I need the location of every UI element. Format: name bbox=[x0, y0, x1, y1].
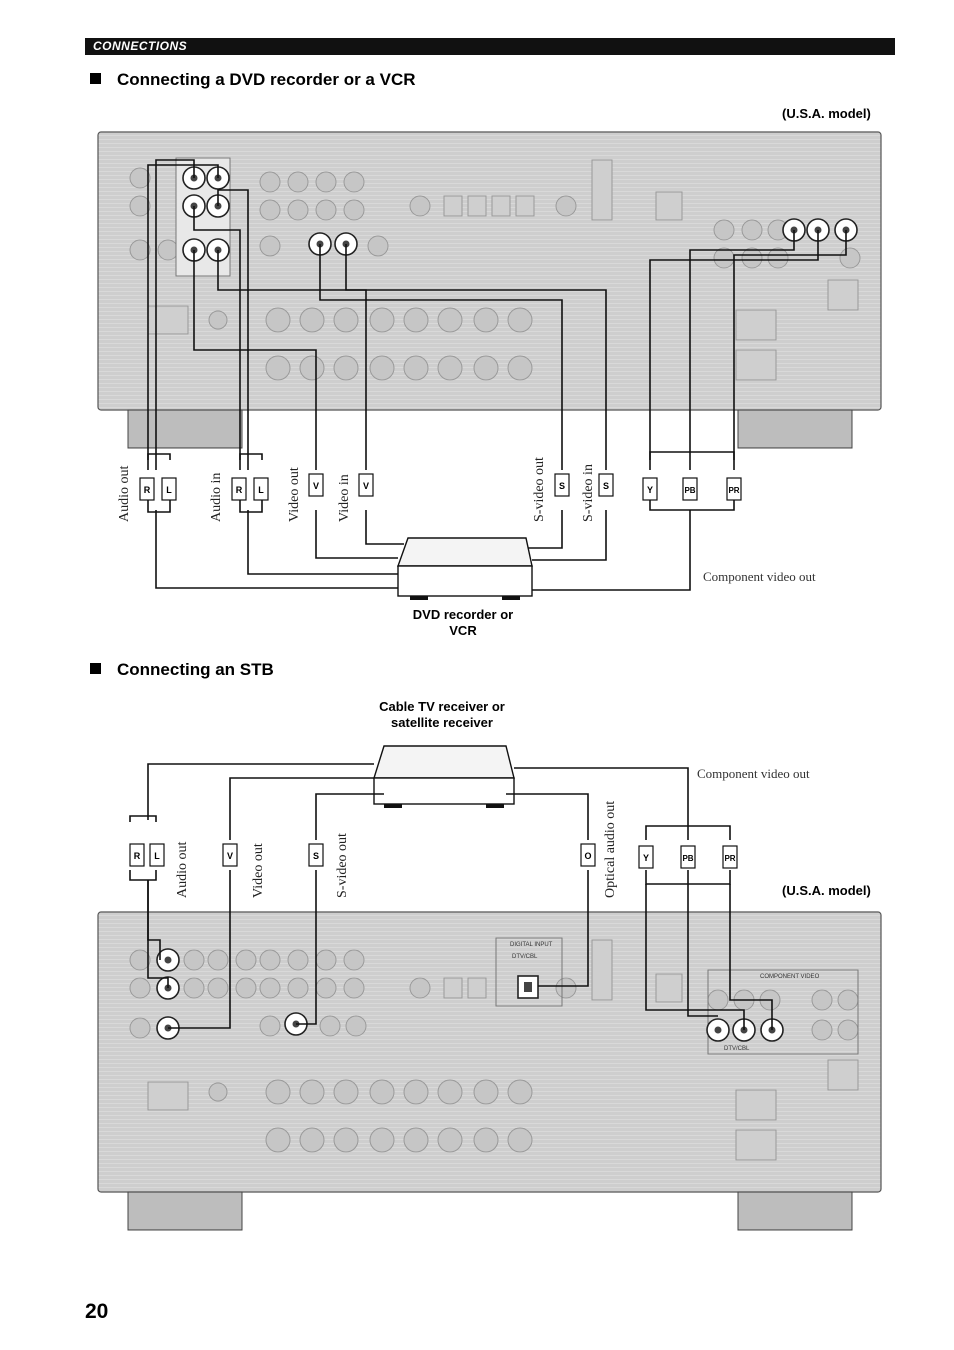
plug-letter: V bbox=[313, 481, 319, 491]
cable-label: Video in bbox=[337, 474, 352, 522]
cable-label: Audio out bbox=[117, 466, 132, 523]
cable-label: Video out bbox=[251, 843, 266, 898]
plug-letter: L bbox=[258, 485, 264, 495]
device-label-line: DVD recorder or bbox=[412, 607, 514, 622]
section-header-label: CONNECTIONS bbox=[93, 39, 188, 53]
plug-letter: S bbox=[603, 481, 609, 491]
plug-letter: PB bbox=[682, 854, 693, 863]
bullet-square-icon bbox=[90, 663, 101, 674]
plug-letter: R bbox=[134, 851, 141, 861]
section2-heading: Connecting an STB bbox=[90, 660, 274, 680]
plug-letter: L bbox=[154, 851, 160, 861]
section1-cable-labels: Audio out Audio in Video out Video in S-… bbox=[117, 457, 596, 522]
plug-letter: V bbox=[227, 851, 233, 861]
section1-title: Connecting a DVD recorder or a VCR bbox=[117, 70, 416, 89]
section1-model-label: (U.S.A. model) bbox=[782, 106, 871, 121]
page-number: 20 bbox=[85, 1300, 109, 1323]
panel-label: DTV/CBL bbox=[724, 1046, 750, 1052]
section2-component-label: Component video out bbox=[697, 766, 810, 781]
plug-letter: Y bbox=[643, 853, 649, 863]
panel-label: DIGITAL INPUT bbox=[510, 942, 553, 948]
cable-label: S-video out bbox=[532, 457, 547, 522]
plug-letter: S bbox=[313, 851, 319, 861]
cable-label: S-video in bbox=[581, 464, 596, 522]
plug-letter: O bbox=[584, 851, 591, 861]
cable-label: Optical audio out bbox=[603, 801, 618, 898]
plug-letter: R bbox=[144, 485, 151, 495]
section2-cables bbox=[129, 763, 773, 1030]
plug-letter: PR bbox=[724, 854, 735, 863]
section-header-bar: CONNECTIONS bbox=[85, 38, 895, 55]
section2-model-label: (U.S.A. model) bbox=[782, 883, 871, 898]
cable-label: Audio out bbox=[175, 842, 190, 899]
section2-title: Connecting an STB bbox=[117, 660, 274, 679]
section1-component-label: Component video out bbox=[703, 569, 816, 584]
plug-letter: PR bbox=[728, 486, 739, 495]
receiver-rear-panel-2: DIGITAL INPUT DTV/CBL COMPONENT VIDEO DT… bbox=[97, 911, 882, 1231]
section1-cables bbox=[147, 159, 847, 591]
section2-cable-labels: Audio out Video out S-video out Optical … bbox=[175, 801, 618, 898]
section1-heading: Connecting a DVD recorder or a VCR bbox=[90, 70, 416, 90]
plug-letter: R bbox=[236, 485, 243, 495]
dvd-recorder-device bbox=[397, 537, 533, 600]
section1-plugs bbox=[139, 473, 742, 501]
receiver-rear-panel-1 bbox=[97, 131, 882, 449]
cable-label: Video out bbox=[287, 467, 302, 522]
panel-label: DTV/CBL bbox=[512, 954, 538, 960]
cable-label: Audio in bbox=[209, 473, 224, 522]
plug-letter: Y bbox=[647, 485, 653, 495]
plug-letter: PB bbox=[684, 486, 695, 495]
device-label-line: VCR bbox=[449, 623, 477, 638]
cable-label: S-video out bbox=[335, 833, 350, 898]
section2-device-label: Cable TV receiver or satellite receiver bbox=[352, 699, 532, 731]
section1-plug-letters: R L R L V V S S Y PB PR bbox=[144, 481, 740, 495]
stb-device bbox=[373, 745, 515, 808]
section2-plugs bbox=[129, 843, 738, 869]
panel-label: COMPONENT VIDEO bbox=[760, 974, 820, 980]
device-label-line: Cable TV receiver or bbox=[379, 699, 505, 714]
plug-letter: L bbox=[166, 485, 172, 495]
section1-device-label: DVD recorder or VCR bbox=[388, 607, 538, 639]
section2-plug-letters: R L V S O Y PB PR bbox=[134, 851, 736, 863]
plug-letter: S bbox=[559, 481, 565, 491]
device-label-line: satellite receiver bbox=[391, 715, 493, 730]
bullet-square-icon bbox=[90, 73, 101, 84]
plug-letter: V bbox=[363, 481, 369, 491]
